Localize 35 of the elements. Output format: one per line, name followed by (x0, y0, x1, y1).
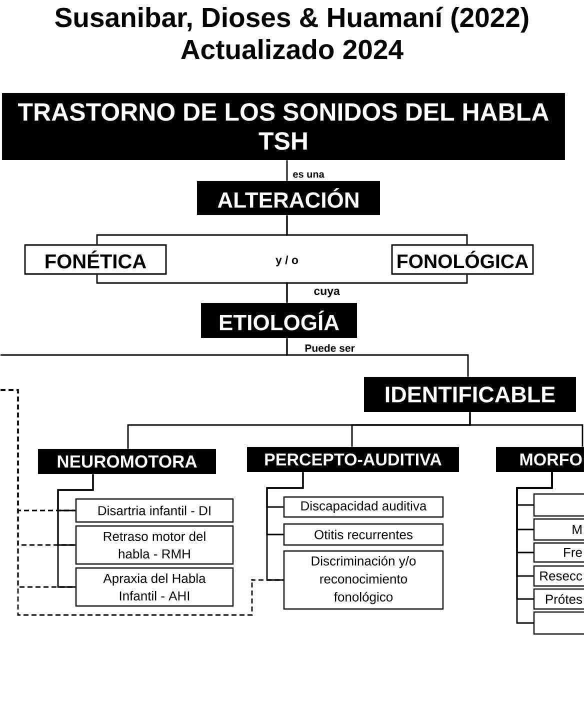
item-box (533, 493, 584, 517)
category-box: IDENTIFICABLE (364, 377, 576, 412)
item-box: Resecc (533, 565, 584, 587)
connector-line (516, 472, 553, 624)
item-box: Discriminación y/o reconocimiento fonológico (283, 550, 444, 610)
connector-line (286, 274, 468, 303)
category-box: ETIOLOGÍA (201, 303, 357, 338)
category-box: MORFO (496, 447, 584, 472)
edge-label: cuya (313, 288, 340, 298)
dashed-connector (0, 389, 284, 616)
category-box: ALTERACIÓN (197, 181, 380, 215)
category-box: NEUROMOTORA (38, 449, 216, 474)
connector-label: y / o (276, 256, 298, 266)
edge-label: es una (292, 172, 325, 178)
edge-label: Puede ser (304, 344, 356, 352)
item-box: M (533, 518, 584, 541)
title: Susanibar, Dioses & Huamaní (2022) Actualizado 2024 (55, 6, 528, 60)
item-box: Prótes (533, 588, 584, 610)
connector-line (286, 160, 288, 181)
connector-line (57, 474, 94, 588)
item-box: Retraso motor del habla - RMH (75, 525, 234, 565)
item-box: Disartria infantil - DI (75, 498, 234, 523)
item-box: Discapacidad auditiva (283, 496, 444, 518)
item-box: Fre (533, 542, 584, 563)
category-box: PERCEPTO-AUDITIVA (247, 447, 459, 472)
type-box: FONOLÓGICA (391, 244, 534, 275)
connector-line (266, 472, 304, 581)
connector-line (469, 412, 584, 447)
item-box (533, 611, 584, 635)
item-box: Otitis recurrentes (283, 523, 444, 546)
connector-line (0, 338, 288, 356)
item-box: Apraxia del Habla Infantil - AHI (75, 567, 234, 607)
connector-line (286, 215, 468, 244)
title-banner: TRASTORNO DE LOS SONIDOS DEL HABLA TSH (2, 93, 565, 160)
type-box: FONÉTICA (24, 244, 167, 275)
